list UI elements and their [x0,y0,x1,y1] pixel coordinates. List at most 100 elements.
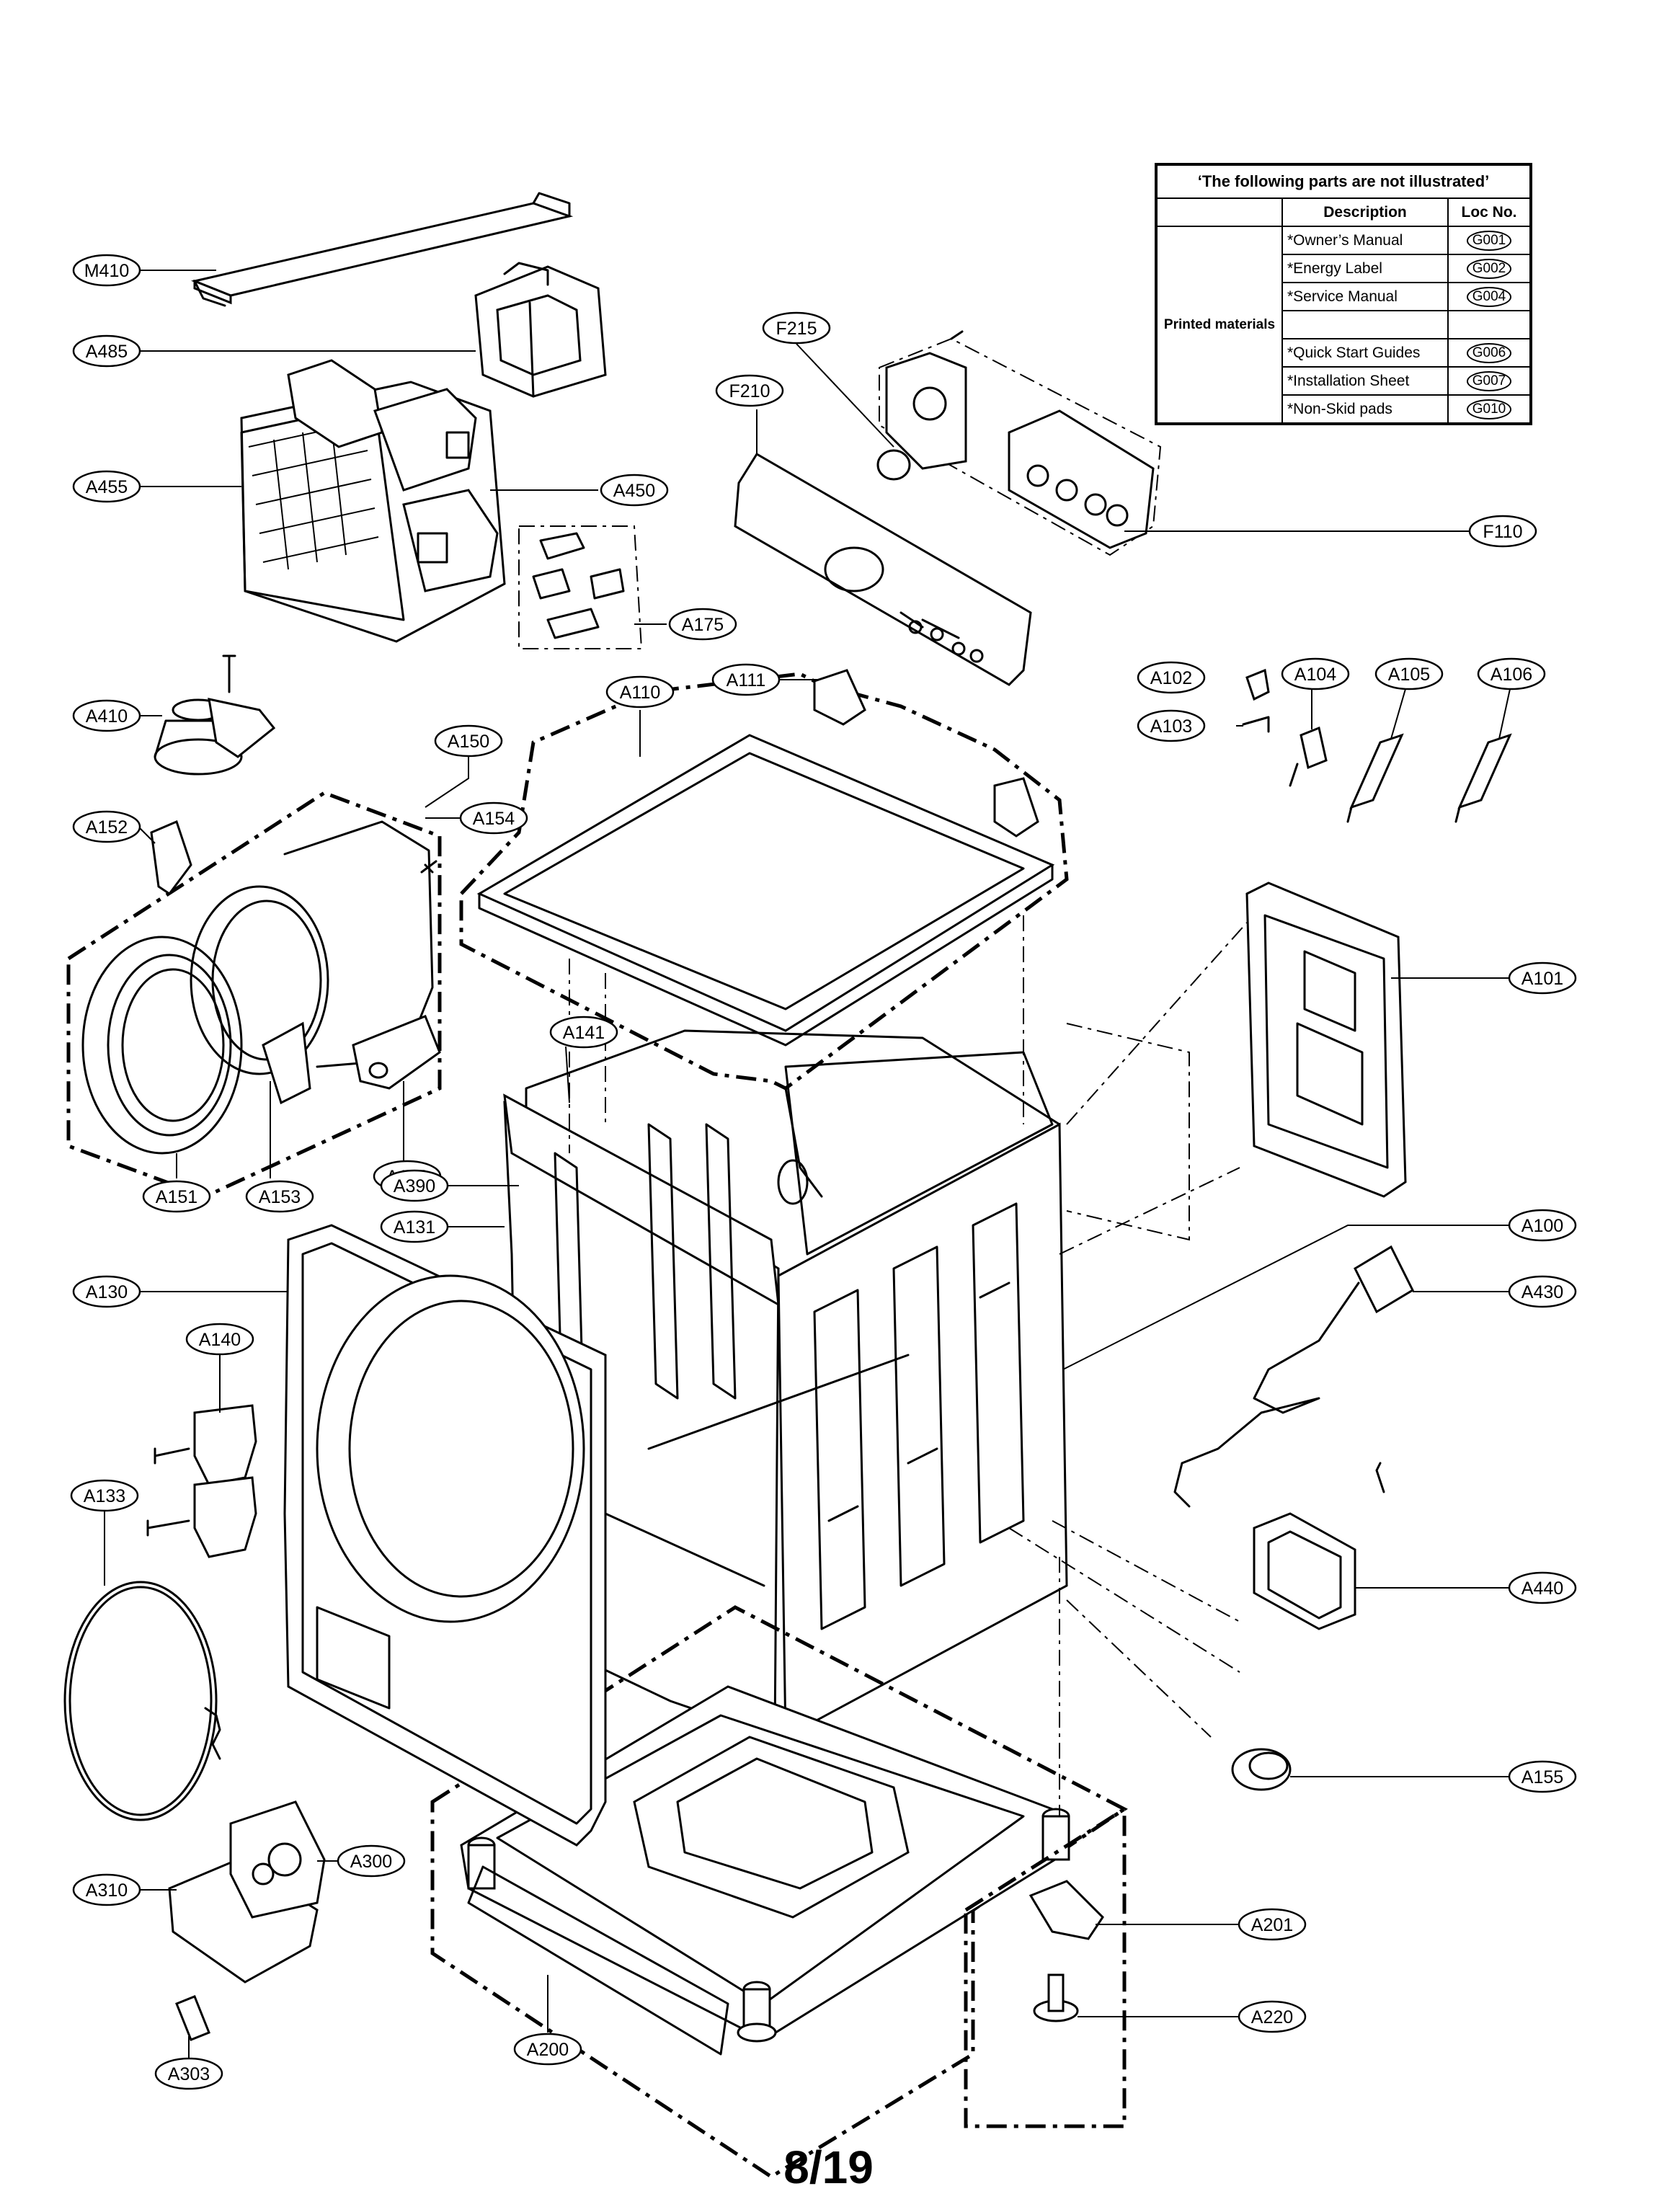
a201-leg-bracket [964,1805,1127,2128]
row-loc-empty [1447,310,1532,339]
table-row: *Non-Skid pads G010 [1156,394,1532,425]
svg-text:M410: M410 [84,261,130,281]
callout-f110: F110 [1468,515,1537,548]
callout-a310: A310 [72,1873,141,1906]
callout-a220: A220 [1238,2000,1307,2033]
a133-clamp-ring [63,1581,221,1821]
row-loc: G010 [1466,399,1512,419]
callout-a485: A485 [72,334,141,368]
row-description: *Energy Label [1281,254,1449,283]
svg-text:A430: A430 [1521,1282,1563,1302]
callout-f215: F215 [762,311,831,345]
row-description [1281,310,1449,339]
table-row: *Quick Start Guides G006 [1156,338,1532,368]
svg-text:F210: F210 [729,381,770,401]
svg-text:A200: A200 [527,2040,569,2060]
svg-text:A485: A485 [86,342,128,362]
svg-text:A154: A154 [473,809,515,829]
svg-text:A104: A104 [1294,665,1336,685]
a110-top-plate [459,669,1069,1091]
not-illustrated-parts-table: ‘The following parts are not illustrated… [1155,163,1532,425]
svg-text:A310: A310 [86,1880,128,1901]
a200-base [430,1605,1128,2179]
callout-a175: A175 [668,608,737,641]
svg-text:A111: A111 [727,670,766,690]
callout-a390: A390 [380,1169,449,1202]
svg-text:A140: A140 [199,1330,241,1350]
m410-bracket [190,192,574,307]
a455-pcb-housing [240,359,506,643]
svg-text:A175: A175 [682,615,724,635]
svg-text:A303: A303 [168,2064,210,2084]
row-loc: G004 [1466,286,1512,307]
callout-a450: A450 [600,474,669,507]
svg-text:F215: F215 [776,319,817,339]
row-description: *Non-Skid pads [1281,394,1449,425]
table-row [1156,310,1532,339]
svg-text:A141: A141 [563,1023,605,1043]
row-description: *Service Manual [1281,282,1449,311]
row-loc: G006 [1466,342,1512,363]
svg-text:A155: A155 [1521,1767,1563,1787]
row-loc: G007 [1466,370,1512,391]
svg-text:A150: A150 [448,732,489,752]
a130-front-panel [283,1224,607,1847]
table-row: *Service Manual G004 [1156,282,1532,311]
a101-rear-panel [1066,881,1407,1241]
callout-a300: A300 [337,1844,406,1878]
callout-a130: A130 [72,1275,141,1308]
svg-text:A153: A153 [259,1187,301,1207]
callout-a151: A151 [142,1180,211,1213]
svg-text:A390: A390 [394,1176,435,1196]
callout-a111: A111 [711,663,781,696]
callout-a455: A455 [72,470,141,503]
a220-foot [1033,1973,1079,2022]
callout-a106: A106 [1477,657,1546,690]
a140-hinges [146,1404,257,1558]
row-description: *Owner’s Manual [1281,226,1449,255]
callout-a102: A102 [1137,661,1206,694]
svg-text:A440: A440 [1521,1578,1563,1599]
callout-a154: A154 [459,801,528,835]
svg-text:A105: A105 [1388,665,1430,685]
a104-a106-dampers [1242,668,1512,823]
svg-text:A300: A300 [350,1852,392,1872]
svg-text:A220: A220 [1251,2007,1293,2027]
table-row: *Energy Label G002 [1156,254,1532,283]
row-description: *Quick Start Guides [1281,338,1449,368]
callout-a430: A430 [1508,1275,1577,1308]
svg-text:A110: A110 [620,683,661,703]
row-description: *Installation Sheet [1281,366,1449,396]
row-loc: G002 [1466,258,1512,279]
table-row: *Installation Sheet G007 [1156,366,1532,396]
svg-text:A201: A201 [1251,1915,1293,1935]
a485-cover [474,262,607,398]
callout-m410: M410 [72,254,141,287]
callout-a201: A201 [1238,1908,1307,1941]
callout-a200: A200 [513,2033,582,2066]
callout-a103: A103 [1137,709,1206,742]
row-loc: G001 [1466,230,1512,251]
leader-lines [104,270,1511,2058]
svg-text:A133: A133 [84,1486,125,1506]
a303-screw [175,1995,210,2041]
svg-text:A103: A103 [1150,716,1192,737]
alignment-lines [569,915,1240,1816]
callout-a303: A303 [154,2057,223,2090]
a300-filter-cover [168,1800,326,1984]
f210-control-panel [734,452,1032,686]
callout-a133: A133 [70,1479,139,1512]
group-label: Printed materials [1155,226,1283,425]
f110-panel-pcb [876,330,1162,556]
header-blank [1155,197,1283,227]
callout-a140: A140 [185,1323,254,1356]
table-title: ‘The following parts are not illustrated… [1155,164,1532,199]
page-number: 8/19 [783,2141,874,2193]
a430-power-cord [1173,1245,1414,1508]
callout-a105: A105 [1374,657,1444,690]
header-loc-no: Loc No. [1447,197,1532,227]
callout-a153: A153 [245,1180,314,1213]
callout-a141: A141 [549,1016,618,1049]
a175-clips [518,525,643,649]
